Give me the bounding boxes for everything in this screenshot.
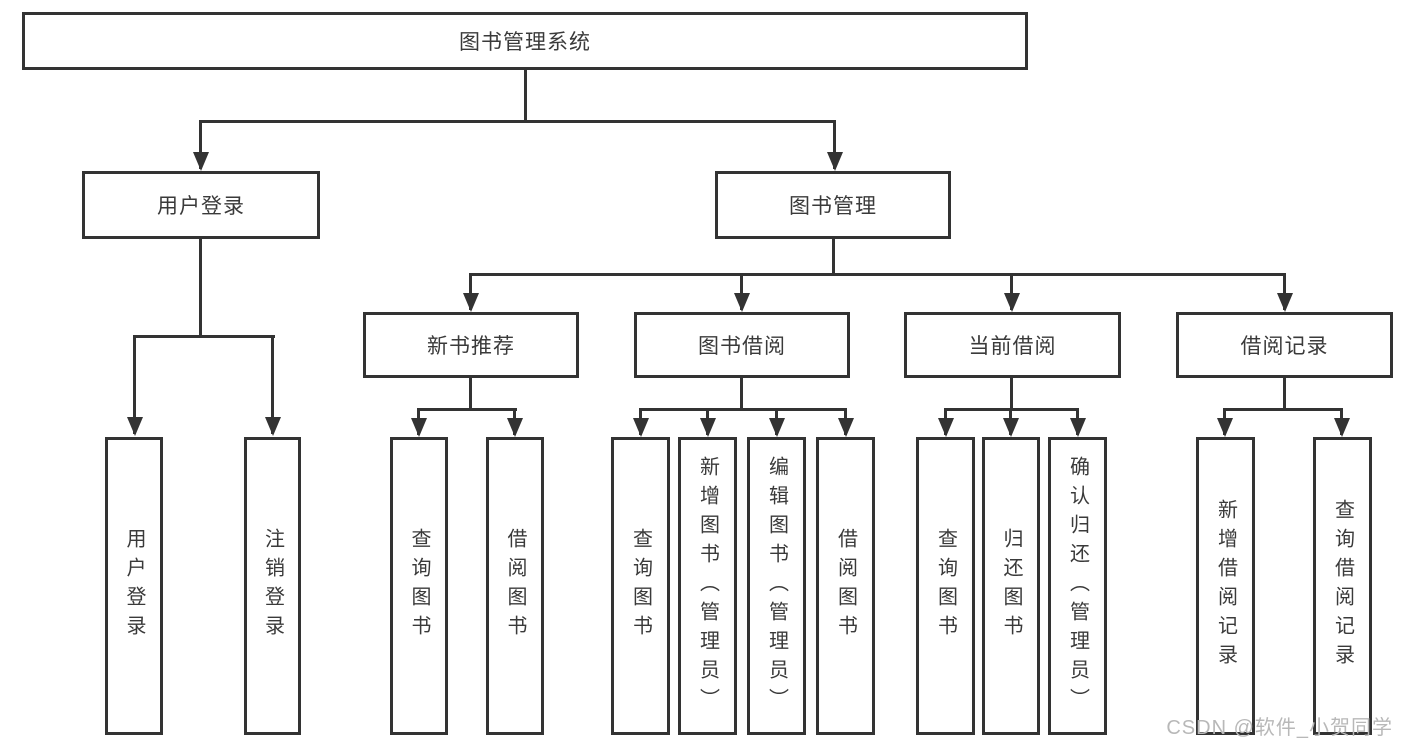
leaf-label: 归还图书 [1000, 528, 1022, 644]
arrow-to-new-books [469, 273, 472, 310]
node-book-borrow: 图书借阅 [634, 312, 850, 378]
arrow-to-logout-leaf [271, 335, 274, 434]
node-label: 当前借阅 [968, 335, 1057, 358]
leaf-label: 用户登录 [123, 528, 145, 644]
arrow-current-borrow-leaf-1 [944, 408, 947, 435]
leaf-logout: 注销登录 [244, 437, 301, 735]
node-label: 用户登录 [157, 195, 245, 218]
arrow-book-borrow-leaf-1 [639, 408, 642, 435]
leaf-book-borrow-edit-admin: 编辑图书（管理员） [747, 437, 806, 735]
connector-borrow-records-bar [1224, 408, 1343, 411]
leaf-borrow-records-add: 新增借阅记录 [1196, 437, 1255, 735]
node-book-management: 图书管理 [715, 171, 951, 239]
leaf-borrow-records-query: 查询借阅记录 [1313, 437, 1372, 735]
node-label: 新书推荐 [427, 335, 515, 358]
arrow-book-borrow-leaf-4 [844, 408, 847, 435]
leaf-label: 查询借阅记录 [1331, 499, 1354, 673]
leaf-user-login: 用户登录 [105, 437, 163, 735]
connector-borrow-records-stem [1283, 378, 1286, 408]
watermark: CSDN @软件_小贺同学 [1166, 717, 1393, 739]
connector-book-mgmt-bar [469, 273, 1286, 276]
connector-book-mgmt-stem [832, 239, 835, 273]
leaf-label: 编辑图书（管理员） [765, 455, 788, 717]
leaf-label: 注销登录 [261, 528, 284, 644]
leaf-label: 查询图书 [408, 528, 430, 644]
arrow-new-books-leaf-1 [417, 408, 420, 435]
connector-book-borrow-bar [639, 408, 847, 411]
node-new-book-recommend: 新书推荐 [363, 312, 579, 378]
leaf-label: 查询图书 [934, 528, 957, 644]
leaf-current-borrow-confirm-admin: 确认归还（管理员） [1048, 437, 1107, 735]
arrow-book-borrow-leaf-3 [775, 408, 778, 435]
arrow-borrow-records-leaf-2 [1340, 408, 1343, 435]
leaf-label: 查询图书 [629, 528, 652, 644]
leaf-book-borrow-borrow: 借阅图书 [816, 437, 875, 735]
node-label: 图书管理 [789, 195, 877, 218]
leaf-book-borrow-query: 查询图书 [611, 437, 670, 735]
node-label: 图书借阅 [698, 335, 786, 358]
leaf-book-borrow-add-admin: 新增图书（管理员） [678, 437, 737, 735]
node-library-management-system: 图书管理系统 [22, 12, 1028, 70]
arrow-current-borrow-leaf-3 [1076, 408, 1079, 435]
node-user-login: 用户登录 [82, 171, 320, 239]
node-label: 图书管理系统 [459, 31, 591, 54]
leaf-label: 确认归还（管理员） [1066, 455, 1089, 717]
leaf-new-books-query: 查询图书 [390, 437, 448, 735]
arrow-to-book-mgmt [833, 120, 836, 169]
arrow-current-borrow-leaf-2 [1009, 408, 1012, 435]
arrow-to-login-leaf [133, 335, 136, 434]
connector-user-login-stem [199, 239, 202, 335]
connector-new-books-bar [418, 408, 517, 411]
leaf-new-books-borrow: 借阅图书 [486, 437, 544, 735]
leaf-label: 新增图书（管理员） [696, 455, 719, 717]
node-label: 借阅记录 [1240, 335, 1329, 358]
arrow-to-user-login [199, 120, 202, 169]
leaf-label: 借阅图书 [504, 528, 526, 644]
arrow-borrow-records-leaf-1 [1223, 408, 1226, 435]
leaf-current-borrow-query: 查询图书 [916, 437, 975, 735]
arrow-to-borrow-records [1283, 273, 1286, 310]
leaf-current-borrow-return: 归还图书 [982, 437, 1040, 735]
connector-root-bar [199, 120, 836, 123]
arrow-book-borrow-leaf-2 [706, 408, 709, 435]
connector-new-books-stem [469, 378, 472, 408]
arrow-to-book-borrow [740, 273, 743, 310]
arrow-to-current-borrow [1010, 273, 1013, 310]
node-current-borrow: 当前借阅 [904, 312, 1121, 378]
connector-book-borrow-stem [740, 378, 743, 408]
leaf-label: 新增借阅记录 [1214, 499, 1237, 673]
connector-root-stem [524, 70, 527, 120]
leaf-label: 借阅图书 [834, 528, 857, 644]
connector-user-login-bar [134, 335, 275, 338]
node-borrow-records: 借阅记录 [1176, 312, 1393, 378]
arrow-new-books-leaf-2 [513, 408, 516, 435]
connector-current-borrow-stem [1010, 378, 1013, 408]
